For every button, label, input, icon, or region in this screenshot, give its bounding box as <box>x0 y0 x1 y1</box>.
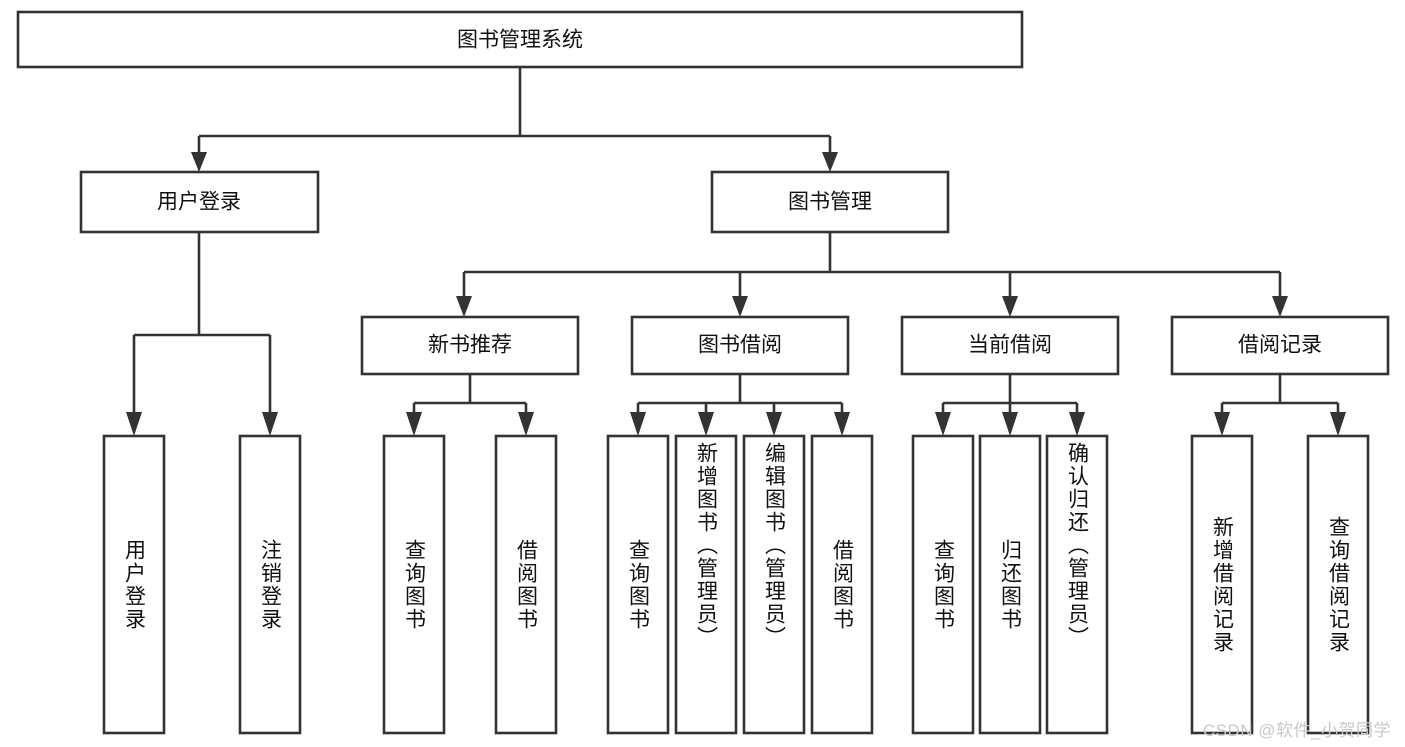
node-leaf-edit-book-admin[interactable] <box>742 434 806 735</box>
arrow-icon-to-login <box>191 152 207 172</box>
node-leaf-logout[interactable] <box>238 434 302 735</box>
node-user-login[interactable] <box>79 170 320 234</box>
arrow-icon-bm-c1 <box>456 296 472 317</box>
arrow-icon-rc-leaf2 <box>1330 412 1346 436</box>
node-leaf-confirm-return-admin[interactable] <box>1045 434 1109 735</box>
arrow-icon-login-leaf2 <box>262 412 278 436</box>
node-user-login-label: 用户登录 <box>157 191 241 214</box>
arrow-icon-bm-c2 <box>732 296 748 317</box>
arrow-icon-cb-leaf3 <box>1069 412 1085 436</box>
node-leaf-query-book-a[interactable] <box>382 434 446 735</box>
arrow-icon-nb-leaf1 <box>406 412 422 436</box>
arrow-icon-bw-leaf3 <box>766 412 782 436</box>
connector-group <box>126 67 1346 436</box>
node-leaf-query-book-c[interactable] <box>911 434 975 735</box>
node-leaf-add-borrow-record[interactable] <box>1190 434 1254 735</box>
node-book-borrow-label: 图书借阅 <box>698 334 782 357</box>
node-leaf-user-login[interactable] <box>102 434 166 735</box>
node-new-book-recommend-label: 新书推荐 <box>428 334 512 357</box>
arrow-icon-bw-leaf2 <box>698 412 714 436</box>
node-book-management[interactable] <box>710 170 950 234</box>
arrow-icon-bm-c3 <box>1002 296 1018 317</box>
node-current-borrow-label: 当前借阅 <box>968 334 1052 357</box>
arrow-icon-login-leaf1 <box>126 412 142 436</box>
arrow-icon-nb-leaf2 <box>518 412 534 436</box>
arrow-icon-bm-c4 <box>1272 296 1288 317</box>
node-leaf-query-borrow-record[interactable] <box>1306 434 1370 735</box>
arrow-icon-cb-leaf2 <box>1002 412 1018 436</box>
csdn-watermark: CSDN @软件_小贺同学 <box>1202 721 1391 740</box>
node-leaf-borrow-book-a[interactable] <box>494 434 558 735</box>
node-current-borrow[interactable] <box>900 315 1120 376</box>
node-borrow-record[interactable] <box>1170 315 1390 376</box>
node-leaf-add-book-admin[interactable] <box>674 434 738 735</box>
node-root-label: 图书管理系统 <box>457 29 583 52</box>
arrow-icon-bw-leaf4 <box>834 412 850 436</box>
node-book-management-label: 图书管理 <box>788 191 872 214</box>
node-leaf-borrow-book-b[interactable] <box>810 434 874 735</box>
node-new-book-recommend[interactable] <box>360 315 580 376</box>
arrow-icon-bw-leaf1 <box>630 412 646 436</box>
arrow-icon-to-bookmgmt <box>822 152 838 172</box>
node-leaf-query-book-b[interactable] <box>606 434 670 735</box>
node-book-borrow[interactable] <box>630 315 850 376</box>
node-borrow-record-label: 借阅记录 <box>1238 334 1322 357</box>
arrow-icon-rc-leaf1 <box>1214 412 1230 436</box>
node-root[interactable] <box>16 10 1024 69</box>
arrow-icon-cb-leaf1 <box>935 412 951 436</box>
node-leaf-return-book[interactable] <box>978 434 1042 735</box>
